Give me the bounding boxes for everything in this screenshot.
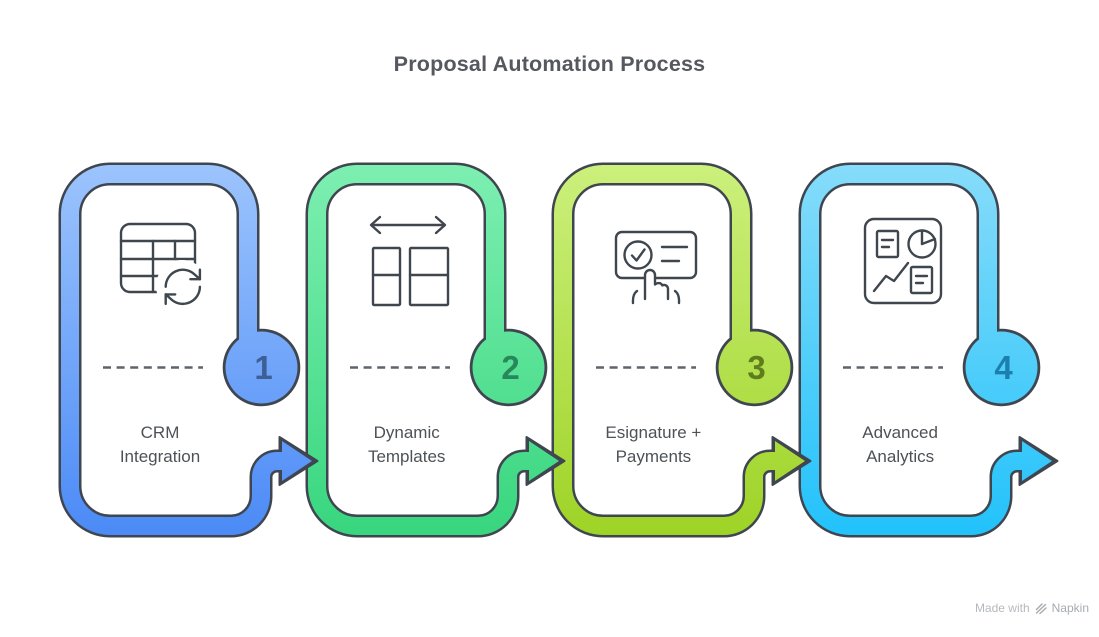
napkin-logo-icon	[1035, 603, 1047, 615]
card-loop	[61, 165, 285, 535]
step-label-line: Integration	[119, 447, 201, 466]
step-number-badge	[472, 331, 545, 404]
step-label-line: Advanced	[862, 423, 938, 442]
napkin-credit: Made with Napkin	[975, 601, 1089, 615]
columns-width-icon	[369, 215, 449, 307]
step-card: 3	[551, 162, 812, 538]
step-number: 3	[748, 349, 766, 386]
step-card: 4	[798, 162, 1059, 538]
card-loop	[801, 165, 1026, 535]
next-arrow-icon	[775, 441, 806, 481]
brand-text: Napkin	[1051, 601, 1089, 615]
card-loop	[307, 165, 532, 535]
step-label-line: Payments	[615, 447, 692, 466]
step-label-line: Esignature +	[605, 423, 702, 442]
step-label-line: CRM	[140, 423, 180, 442]
step-card: 1	[58, 162, 319, 538]
step-label: Esignature + Payments	[564, 421, 742, 469]
diagram-title: Proposal Automation Process	[393, 52, 706, 76]
next-arrow-icon	[282, 441, 312, 481]
step-number: 4	[994, 349, 1013, 386]
made-with-text: Made with	[974, 601, 1030, 615]
step-label-line: Dynamic	[373, 423, 440, 442]
card-loop	[554, 165, 779, 535]
step-label: CRM Integration	[71, 421, 249, 469]
step-label-line: Templates	[367, 447, 446, 466]
step-number-badge	[225, 331, 298, 404]
step-number: 1	[254, 349, 272, 386]
step-number-badge	[965, 331, 1038, 404]
step-number: 2	[501, 349, 519, 386]
esign-tap-icon	[615, 230, 698, 305]
table-sync-icon	[119, 222, 208, 312]
analytics-dashboard-icon	[863, 217, 943, 305]
next-arrow-icon	[528, 441, 559, 481]
step-card: 2	[305, 162, 566, 538]
step-label-line: Analytics	[866, 447, 935, 466]
step-number-badge	[718, 331, 791, 404]
next-arrow-icon	[1022, 441, 1053, 481]
